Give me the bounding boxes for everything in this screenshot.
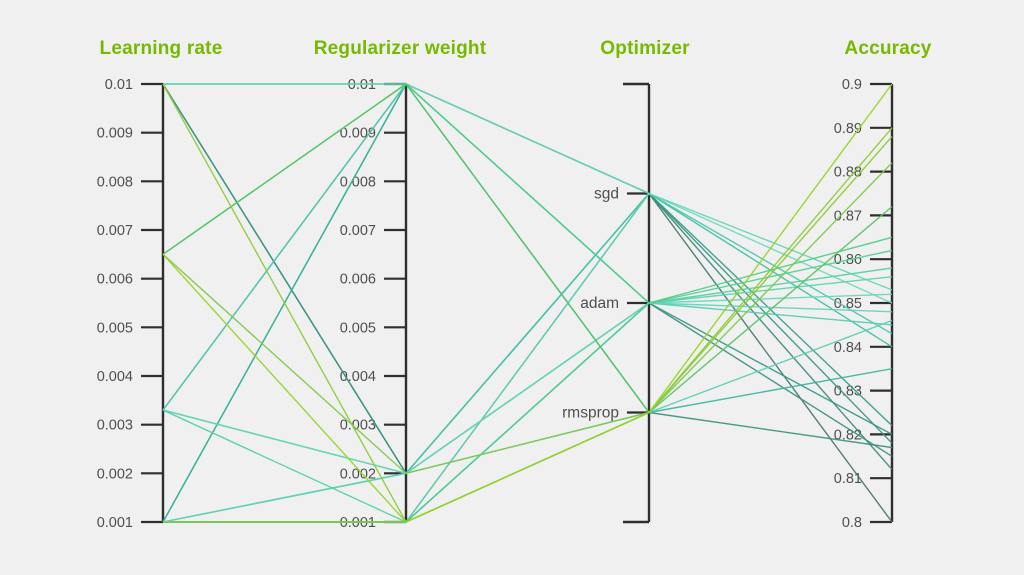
run-line xyxy=(163,249,893,523)
tick-label: 0.009 xyxy=(97,126,133,142)
tick-label: 0.001 xyxy=(97,515,133,531)
run-line xyxy=(162,83,893,475)
tick-label: 0.88 xyxy=(834,165,862,181)
tick-label: 0.003 xyxy=(340,418,376,434)
run-line xyxy=(162,267,893,523)
tick-label: 0.005 xyxy=(340,320,376,336)
tick-label: 0.87 xyxy=(834,208,862,224)
run-line xyxy=(162,83,893,523)
tick-label: 0.002 xyxy=(97,466,133,482)
category-label: adam xyxy=(580,295,619,312)
tick-label: 0.008 xyxy=(97,174,133,190)
tick-label: 0.01 xyxy=(348,77,376,93)
tick-label: 0.83 xyxy=(834,384,862,400)
category-label: rmsprop xyxy=(562,405,619,422)
run-line xyxy=(162,83,893,523)
run-line xyxy=(162,83,893,523)
tick-label: 0.007 xyxy=(97,223,133,239)
axis-title-optimizer: Optimizer xyxy=(600,38,690,59)
run-line xyxy=(162,293,893,475)
axis-title-regularizer-weight: Regularizer weight xyxy=(313,38,487,59)
tick-label: 0.009 xyxy=(340,126,376,142)
axis-optimizer: sgd adam rmsprop xyxy=(562,82,651,524)
axis-accuracy: 0.90.890.880.870.860.850.840.830.820.810… xyxy=(834,77,894,531)
tick-label: 0.008 xyxy=(340,174,376,190)
tick-label: 0.8 xyxy=(842,515,862,531)
run-line xyxy=(162,83,893,523)
tick-label: 0.82 xyxy=(834,427,862,443)
axis-title-accuracy: Accuracy xyxy=(844,38,932,59)
category-label: sgd xyxy=(594,186,619,203)
tick-label: 0.01 xyxy=(105,77,133,93)
run-line xyxy=(162,319,893,523)
tick-label: 0.89 xyxy=(834,121,862,137)
tick-label: 0.84 xyxy=(834,340,862,356)
run-line xyxy=(163,192,893,523)
run-line xyxy=(162,162,893,475)
tick-label: 0.004 xyxy=(97,369,133,385)
tick-label: 0.85 xyxy=(834,296,862,312)
tick-label: 0.006 xyxy=(97,272,133,288)
axis-learning-rate: 0.01 0.009 0.008 0.007 0.006 0.005 0.004 0.003 0… xyxy=(97,77,165,531)
run-line xyxy=(162,83,893,414)
tick-label: 0.81 xyxy=(834,471,862,487)
tick-label: 0.007 xyxy=(340,223,376,239)
tick-label: 0.005 xyxy=(97,320,133,336)
tick-label: 0.006 xyxy=(340,272,376,288)
run-lines xyxy=(162,83,893,523)
tick-label: 0.003 xyxy=(97,418,133,434)
tick-label: 0.9 xyxy=(842,77,862,93)
axis-title-learning-rate: Learning rate xyxy=(99,38,223,59)
run-line xyxy=(162,83,893,523)
tick-label: 0.001 xyxy=(340,515,376,531)
